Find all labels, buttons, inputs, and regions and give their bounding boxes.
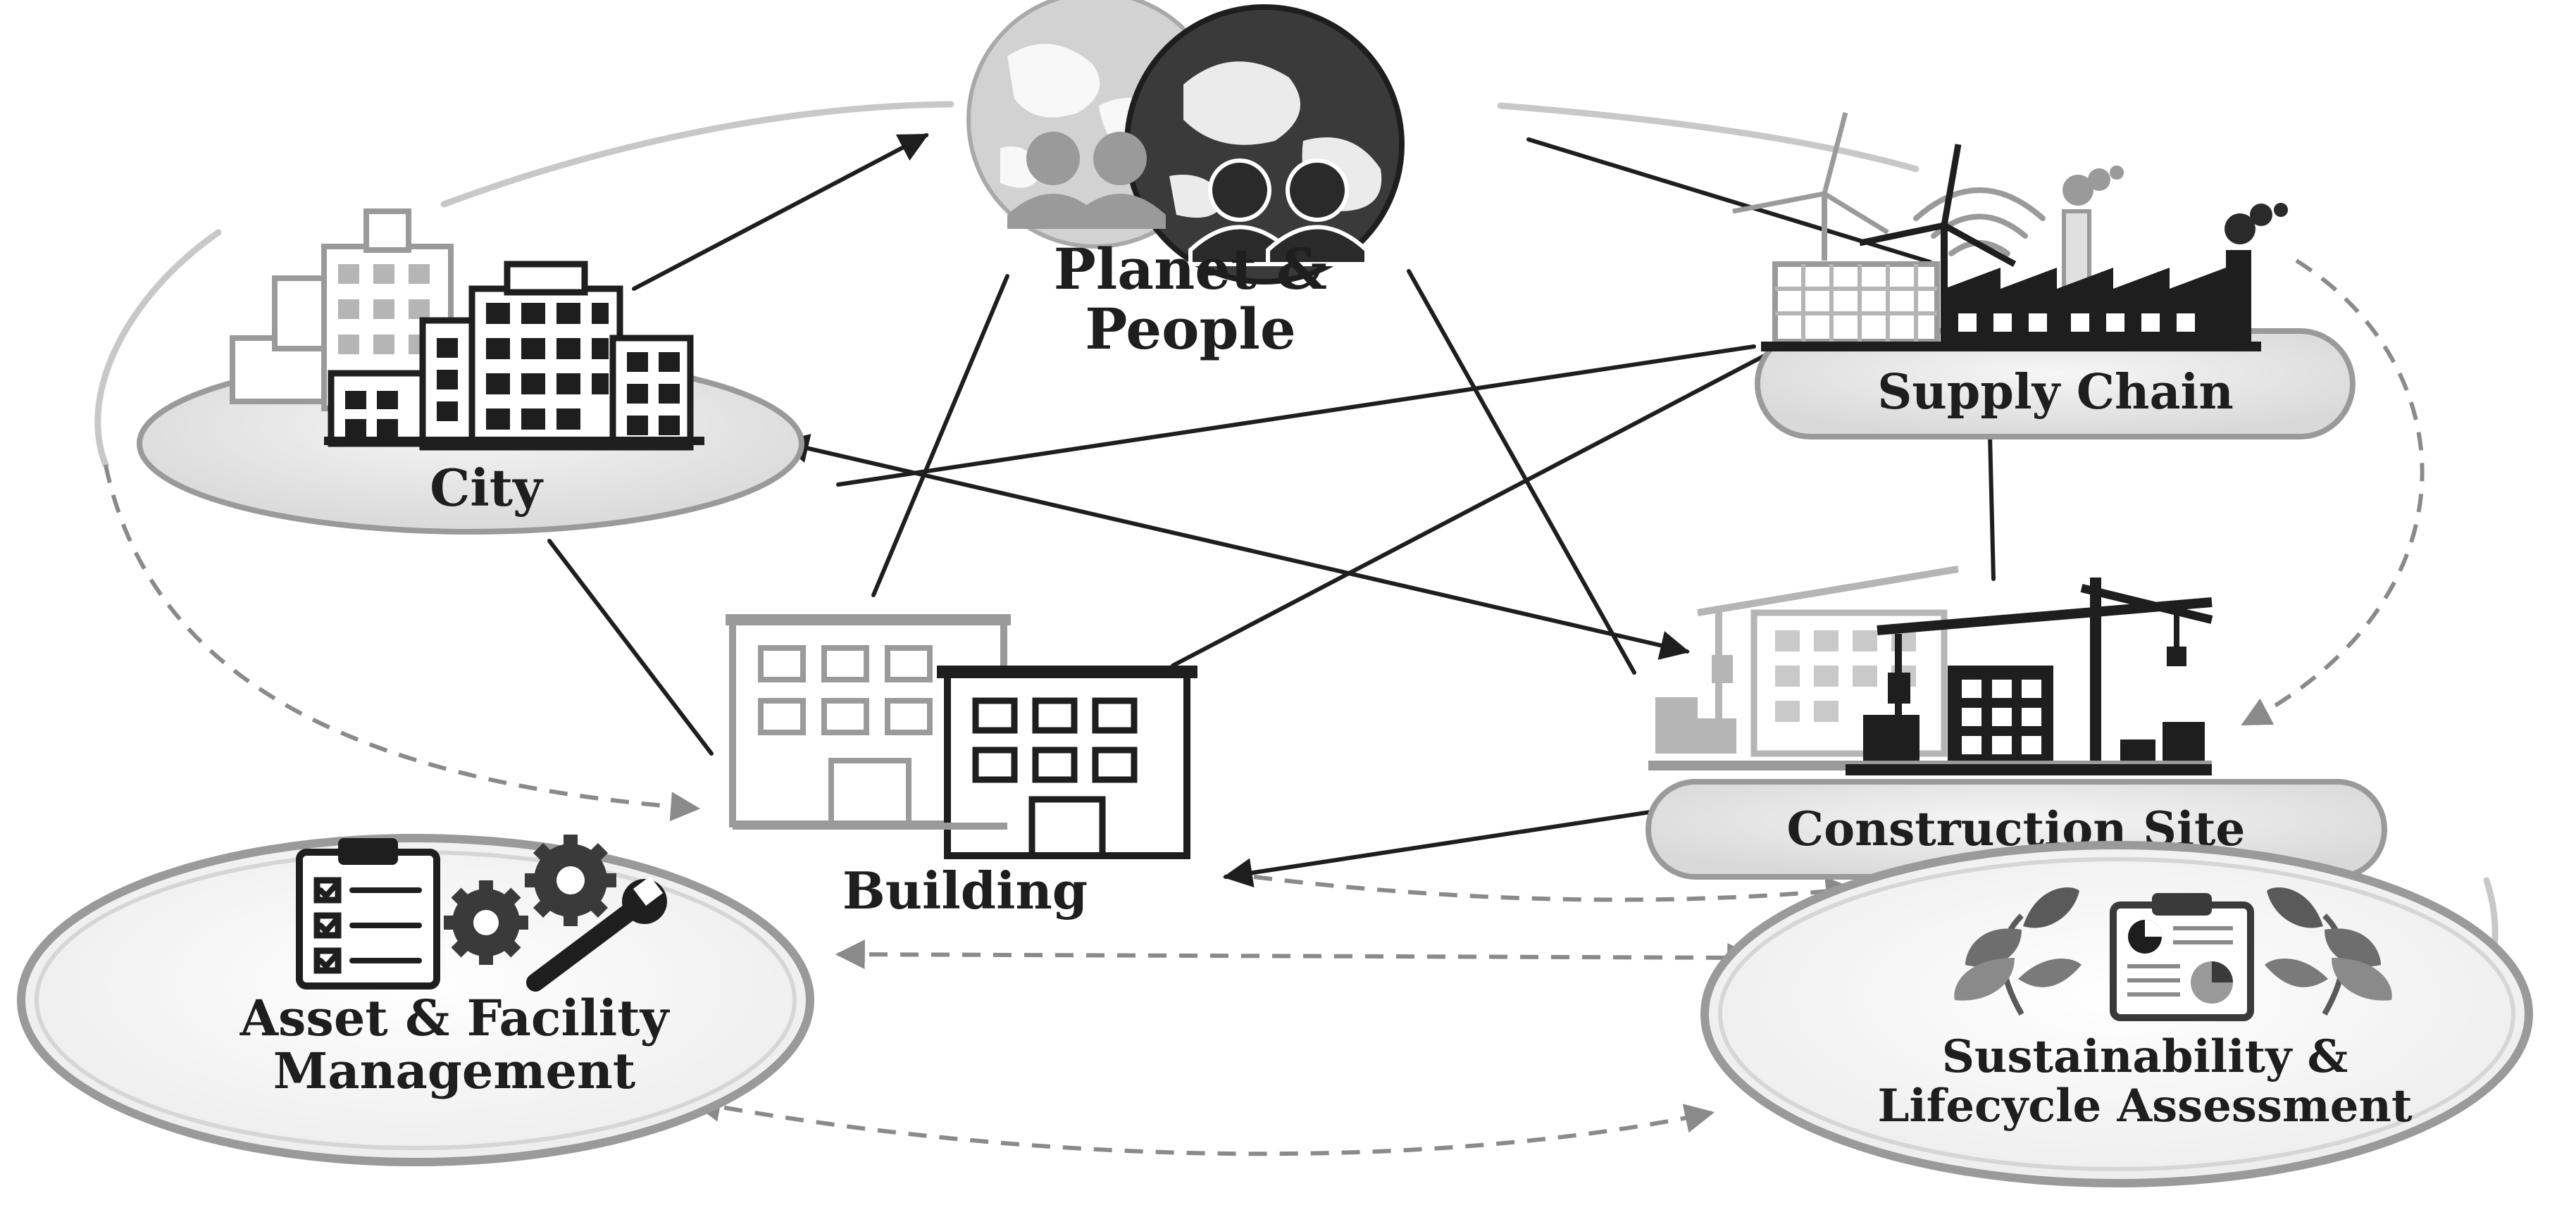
city-skyline-icon [230,208,704,451]
dashed-arcs [104,258,2425,1156]
line-planet-to-building [871,274,1009,597]
checklist-gears-wrench-icon [296,835,667,992]
asset-label-line1: Asset & Facility [239,989,671,1047]
asset-label-line2: Management [273,1042,635,1100]
leaves-clipboard-chart-icon [1954,887,2392,1021]
planet-label-line2: People [1085,296,1296,362]
line-city-to-building [547,539,714,756]
arc-planet-supply [1497,102,1919,173]
arc-city-planet [440,101,954,208]
node-city[interactable]: City [137,208,804,535]
line-city-to-planet [632,133,929,291]
line-city-construction [778,434,1691,660]
crane-construction-icon [1648,566,2213,775]
line-supply-to-building [1171,354,1767,668]
supply-label: Supply Chain [1877,364,2234,420]
node-building[interactable]: Building [726,614,1197,920]
planet-label-line1: Planet & [1054,236,1327,302]
solid-connections [547,133,1996,888]
sustain-label-line1: Sustainability & [1942,1030,2348,1083]
node-sustainability[interactable]: Sustainability & Lifecycle Assessment [1700,841,2533,1187]
node-construction-site[interactable]: Construction Site [1645,566,2387,880]
arc-city-left [94,229,222,468]
line-supply-to-construction [1988,433,1996,581]
dashed-city-to-building [104,464,701,822]
globe-people-icon [966,0,1405,285]
dashed-asset-sustain [835,940,1757,973]
dashed-asset-sustain-bottom [690,1092,1715,1156]
node-asset-facility[interactable]: Asset & Facility Management [17,834,814,1166]
city-label: City [430,458,544,518]
line-supply-to-city [836,344,1756,487]
line-construction-to-building [1222,804,1689,888]
dashed-supply-to-construction [2241,258,2425,726]
building-label: Building [842,861,1088,920]
office-building-icon [726,614,1197,859]
node-planet-people[interactable]: Planet & People [966,0,1405,362]
node-supply-chain[interactable]: Supply Chain [1732,112,2356,439]
dashed-building-construction [1253,875,1856,906]
factory-wind-turbine-icon [1732,112,2288,351]
sustain-label-line2: Lifecycle Assessment [1877,1080,2412,1132]
